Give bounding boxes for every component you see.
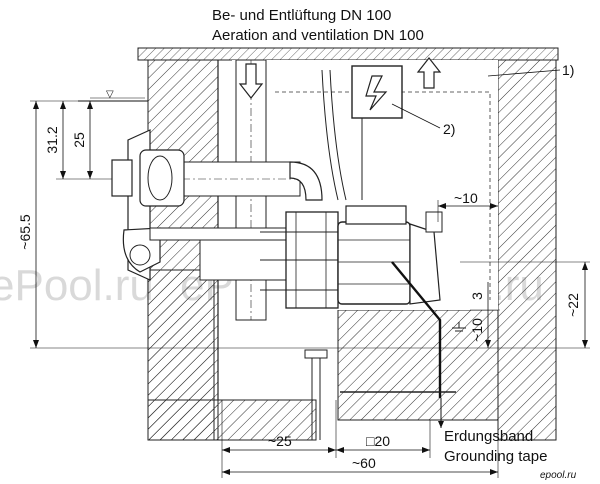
cable-1 xyxy=(321,69,339,201)
lightning-icon xyxy=(365,75,388,111)
dim-10-side: ~10 xyxy=(469,318,485,342)
dim-25-vertical: 25 xyxy=(71,132,87,148)
callout-2: 2) xyxy=(443,121,455,137)
dim-60: ~60 xyxy=(352,455,376,471)
down-arrow-icon xyxy=(238,63,264,99)
dim-31-2: 31.2 xyxy=(44,126,60,153)
ground-icon xyxy=(452,322,466,332)
dashed-boundary xyxy=(275,91,491,300)
lower-line xyxy=(149,227,301,241)
pump-base xyxy=(337,309,499,421)
dim-25-horizontal: ~25 xyxy=(268,433,292,449)
grounding-label-de: Erdungsband xyxy=(444,428,533,445)
callout-1: 1) xyxy=(562,62,574,78)
header-line-de: Be- und Entlüftung DN 100 xyxy=(212,7,391,24)
grounding-label-en: Grounding tape xyxy=(444,448,547,465)
cable-2 xyxy=(329,69,347,201)
jet-fitting xyxy=(111,129,185,281)
header-line-en: Aeration and ventilation DN 100 xyxy=(212,27,424,44)
drain-cap xyxy=(304,349,328,359)
dim-65-5: ~65.5 xyxy=(17,214,33,250)
top-slab xyxy=(137,47,559,61)
pump-motor xyxy=(337,205,443,305)
up-arrow-icon xyxy=(416,57,442,89)
dim-10-top: ~10 xyxy=(454,190,478,206)
dim-20: □20 xyxy=(366,433,390,449)
right-wall xyxy=(497,59,557,441)
corner-watermark: epool.ru xyxy=(540,470,577,481)
grounding-tape-line xyxy=(391,261,442,398)
bottom-slab xyxy=(147,399,317,441)
dim-22: ~22 xyxy=(565,293,581,317)
water-level-icon: ▽ xyxy=(106,89,114,100)
dim-3: 3 xyxy=(469,292,485,300)
pipe-elbow xyxy=(289,161,323,201)
